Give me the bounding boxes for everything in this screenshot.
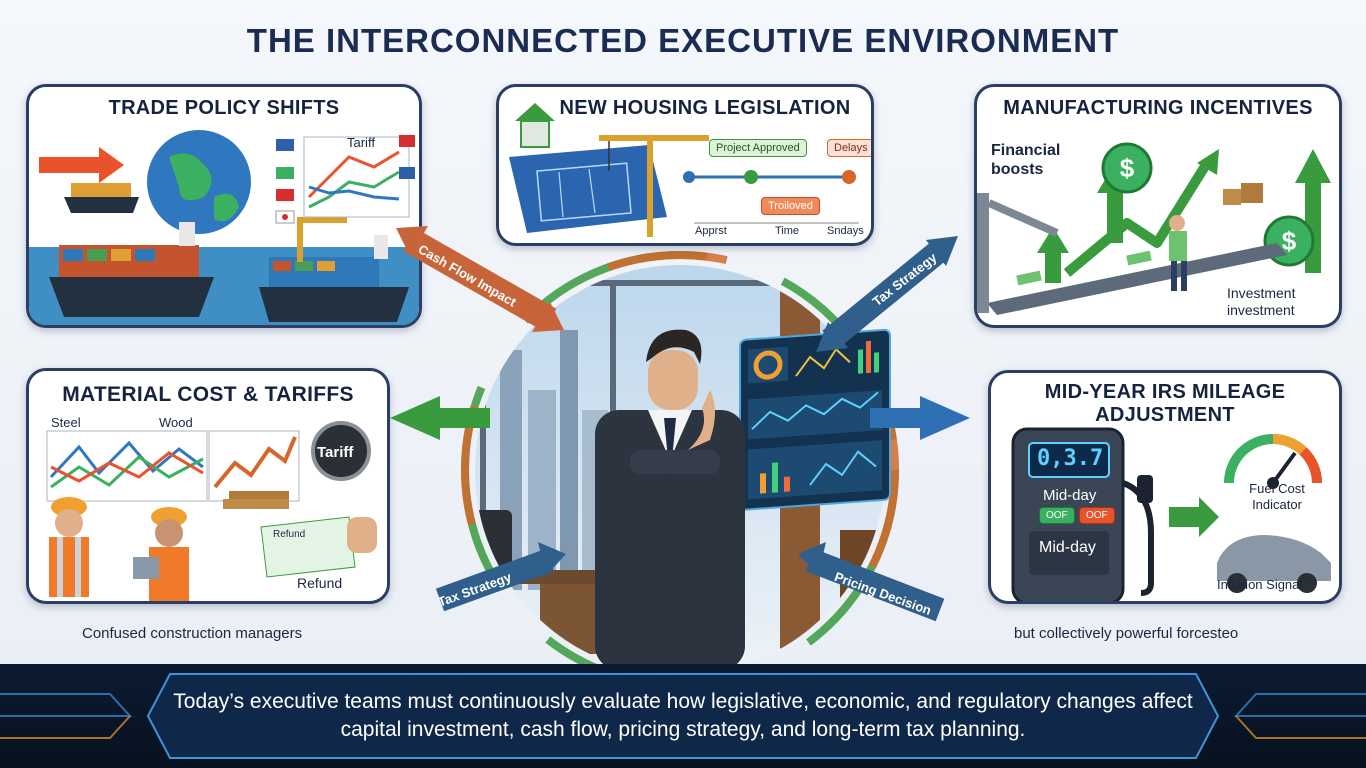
page-title: THE INTERCONNECTED EXECUTIVE ENVIRONMENT	[246, 22, 1120, 59]
housing-illustration	[509, 103, 859, 237]
material-refund-label: Refund	[297, 575, 343, 591]
panel-trade-title: TRADE POLICY SHIFTS	[108, 97, 340, 119]
housing-delays: Delays	[827, 139, 871, 157]
panel-trade-policy: TRADE POLICY SHIFTS	[26, 84, 422, 328]
note-confused-managers: Confused construction managers	[82, 625, 303, 642]
manufacturing-illustration: $ $	[977, 142, 1331, 315]
material-steel-label: Steel	[51, 415, 81, 430]
panel-material-cost: MATERIAL COST & TARIFFS Steel Wood Tarif…	[26, 368, 390, 604]
central-scene	[420, 240, 940, 670]
svg-text:$: $	[1282, 226, 1297, 256]
panel-housing-title: NEW HOUSING LEGISLATION	[559, 97, 851, 119]
housing-axis-start: Apprst	[695, 225, 727, 237]
manufacturing-investment: Investment investment	[1227, 285, 1296, 318]
bottom-banner	[0, 664, 1366, 768]
connecting-arrows	[390, 226, 970, 622]
svg-text:$: $	[1120, 153, 1135, 183]
mileage-display: 0,3.7	[1037, 446, 1104, 471]
material-illustration	[46, 421, 377, 601]
banner-text: Today’s executive teams must continuousl…	[173, 690, 1193, 741]
housing-axis-mid: Time	[775, 225, 800, 237]
housing-project-approved: Project Approved	[709, 139, 807, 157]
mileage-off-2: OOF	[1079, 507, 1115, 524]
mileage-off-1: OOF	[1039, 507, 1075, 524]
material-wood-label: Wood	[159, 415, 193, 430]
material-refund-check-label: Refund	[273, 529, 306, 540]
panel-manufacturing: MANUFACTURING INCENTIVES $ $ Financial b…	[974, 84, 1342, 328]
housing-troilved: Troiloved	[761, 197, 820, 215]
trade-tariff-label: Tariff	[347, 135, 375, 150]
mileage-inflation: Inflation Signal	[1217, 577, 1303, 592]
housing-axis-end: Sndays	[827, 225, 864, 237]
material-tariff-badge: Tariff	[317, 444, 354, 461]
manufacturing-financial-boosts: Financial boosts	[991, 142, 1061, 178]
panel-irs-mileage: MID-YEAR IRS MILEAGE ADJUSTMENT 0,3.7 Mi…	[988, 370, 1342, 604]
panel-material-title: MATERIAL COST & TARIFFS	[62, 383, 354, 406]
panel-mileage-title: MID-YEAR IRS MILEAGE ADJUSTMENT	[1044, 381, 1286, 426]
note-collectively-powerful: but collectively powerful forcesteo	[1014, 625, 1239, 642]
mileage-mid-day-2: Mid-day	[1039, 539, 1096, 556]
mileage-illustration	[1011, 427, 1331, 601]
mileage-fuel-cost: Fuel Cost Indicator	[1249, 481, 1305, 512]
panel-housing-legislation: NEW HOUSING LEGISLATION Project Approved…	[496, 84, 874, 246]
panel-manufacturing-title: MANUFACTURING INCENTIVES	[1003, 97, 1313, 119]
trade-illustration	[29, 130, 419, 325]
mileage-mid-day-1: Mid-day	[1043, 487, 1097, 504]
